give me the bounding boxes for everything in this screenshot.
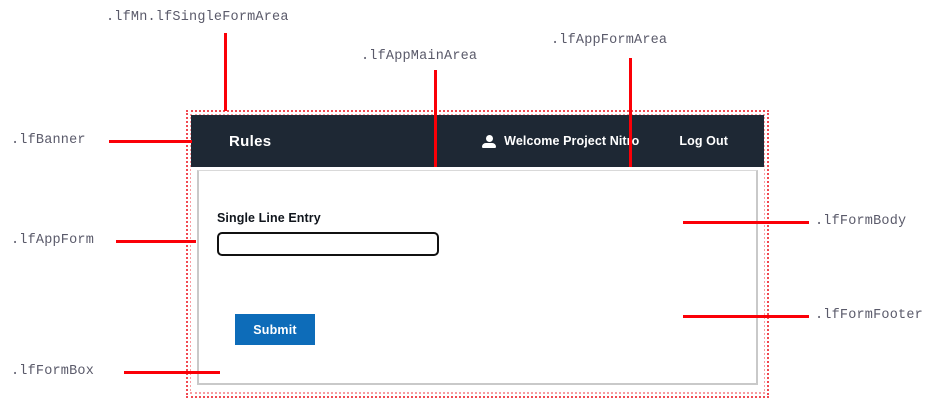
single-line-entry-label: Single Line Entry xyxy=(217,211,321,225)
leader-form-footer xyxy=(683,315,809,318)
app-banner: Rules Welcome Project Nitro Log Out xyxy=(191,115,764,167)
annotation-label-app-main-area: .lfAppMainArea xyxy=(361,49,478,64)
welcome-text: Welcome Project Nitro xyxy=(504,134,640,148)
banner-title: Rules xyxy=(229,132,272,150)
annotation-label-single-form-area: .lfMn.lfSingleFormArea xyxy=(106,10,289,25)
leader-form-body xyxy=(683,221,809,224)
leader-single-form-area xyxy=(224,33,227,111)
leader-banner xyxy=(109,140,192,143)
annotation-label-form-box: .lfFormBox xyxy=(11,364,95,379)
form-box: Single Line Entry Submit xyxy=(197,170,758,385)
annotation-label-form-footer: .lfFormFooter xyxy=(815,308,923,323)
annotation-label-app-form: .lfAppForm xyxy=(11,233,95,248)
single-line-entry-input[interactable] xyxy=(217,232,439,256)
leader-form-box xyxy=(124,371,220,374)
leader-app-main-area xyxy=(434,70,437,167)
banner-user-area: Welcome Project Nitro Log Out xyxy=(482,134,746,149)
annotation-label-app-form-area: .lfAppFormArea xyxy=(551,33,668,48)
person-icon xyxy=(482,134,497,149)
leader-app-form-area xyxy=(629,58,632,167)
app-main-area: Rules Welcome Project Nitro Log Out Sing… xyxy=(191,115,764,392)
leader-app-form xyxy=(116,240,196,243)
submit-button[interactable]: Submit xyxy=(235,314,315,345)
annotation-label-form-body: .lfFormBody xyxy=(815,214,907,229)
annotation-label-banner: .lfBanner xyxy=(11,133,86,148)
form-body: Single Line Entry xyxy=(217,211,439,256)
logout-link[interactable]: Log Out xyxy=(679,134,728,148)
